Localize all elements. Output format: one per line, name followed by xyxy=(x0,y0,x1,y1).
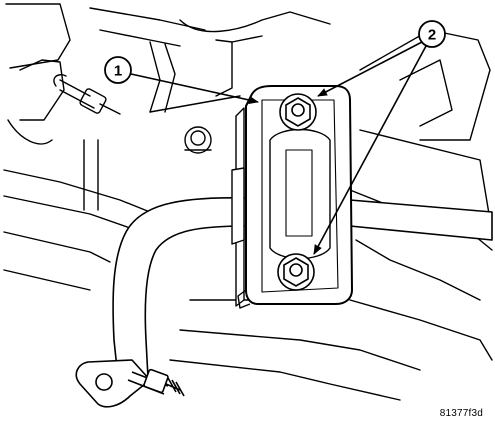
callout-2-leader-upper xyxy=(317,41,423,97)
callout-1-leader xyxy=(130,73,259,104)
callout-1-circle xyxy=(104,56,132,84)
callout-2: 2 xyxy=(313,20,446,255)
figure-id: 81377f3d xyxy=(439,408,483,419)
upper-bolt xyxy=(279,93,317,131)
background-structure xyxy=(3,3,493,401)
stabilizer-bar-bushing-retainer xyxy=(231,85,353,309)
callout-2-leader-lower xyxy=(313,45,427,255)
callout-1: 1 xyxy=(104,56,259,104)
callout-2-circle xyxy=(418,20,446,48)
stabilizer-bar xyxy=(75,196,493,408)
retainer-bolts xyxy=(277,93,317,291)
callout-1-label: 1 xyxy=(114,63,122,80)
lower-bolt xyxy=(277,253,315,291)
callout-2-label: 2 xyxy=(428,27,436,44)
